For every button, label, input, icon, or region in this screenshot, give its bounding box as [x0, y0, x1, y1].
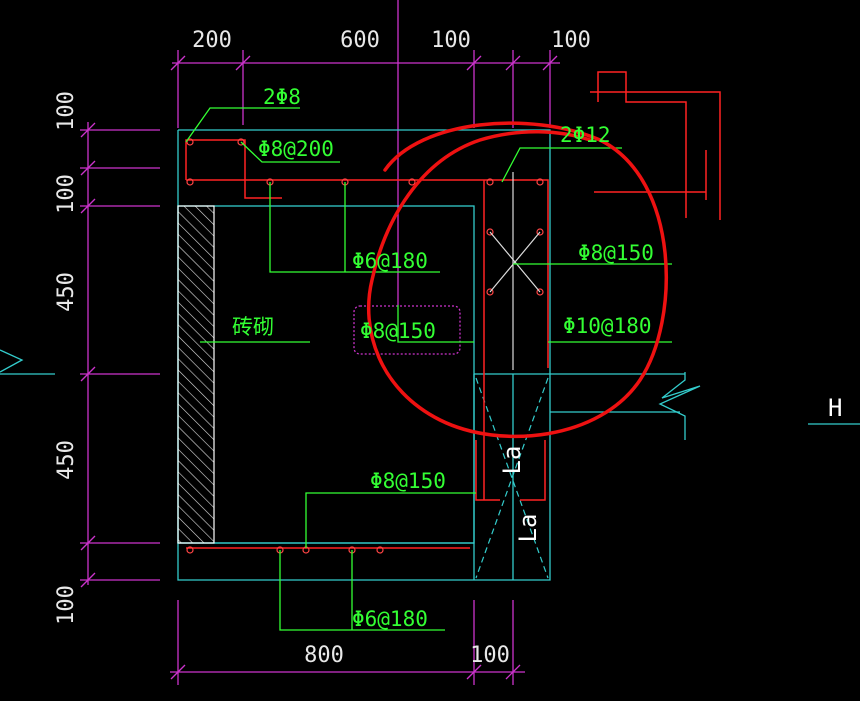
label-highlighted: Φ8@150 — [360, 319, 436, 343]
rebar-dots — [186, 138, 544, 554]
label-bottom: Φ6@180 — [352, 607, 428, 631]
dim-top-100-a: 100 — [431, 28, 471, 53]
label-top-stirrup: Φ8@200 — [258, 137, 334, 161]
dim-top-200: 200 — [192, 28, 232, 53]
dim-top-600: 600 — [340, 28, 380, 53]
rebar-lines — [185, 71, 721, 549]
label-slab-top: Φ6@180 — [352, 249, 428, 273]
dim-top-100-b: 100 — [551, 28, 591, 53]
label-right-upper: Φ8@150 — [578, 241, 654, 265]
dim-left-450-b: 450 — [54, 440, 79, 480]
label-la-lower: La — [514, 514, 542, 543]
brick-wall-hatch — [177, 205, 215, 544]
dim-left-100-b: 100 — [54, 174, 79, 214]
annotation-circle — [367, 121, 668, 439]
dim-bottom-100: 100 — [470, 643, 510, 668]
dim-bottom-800: 800 — [304, 643, 344, 668]
tie-cross — [489, 172, 541, 370]
label-la-upper: La — [498, 446, 526, 475]
leader-lines — [185, 107, 672, 631]
concrete-outline — [0, 129, 860, 581]
label-corner-bars: 2Φ12 — [560, 123, 611, 147]
label-lower: Φ8@150 — [370, 469, 446, 493]
dim-left-100-c: 100 — [54, 585, 79, 625]
dashed-diagonals — [475, 377, 549, 579]
dim-left-100-a: 100 — [54, 91, 79, 131]
label-brick: 砖砌 — [232, 315, 274, 339]
dim-left-450-a: 450 — [54, 272, 79, 312]
dimension-lines — [80, 0, 560, 685]
label-right-mid: Φ10@180 — [563, 314, 652, 338]
grid-label-h: H — [828, 394, 842, 422]
label-top-bars: 2Φ8 — [263, 85, 301, 109]
